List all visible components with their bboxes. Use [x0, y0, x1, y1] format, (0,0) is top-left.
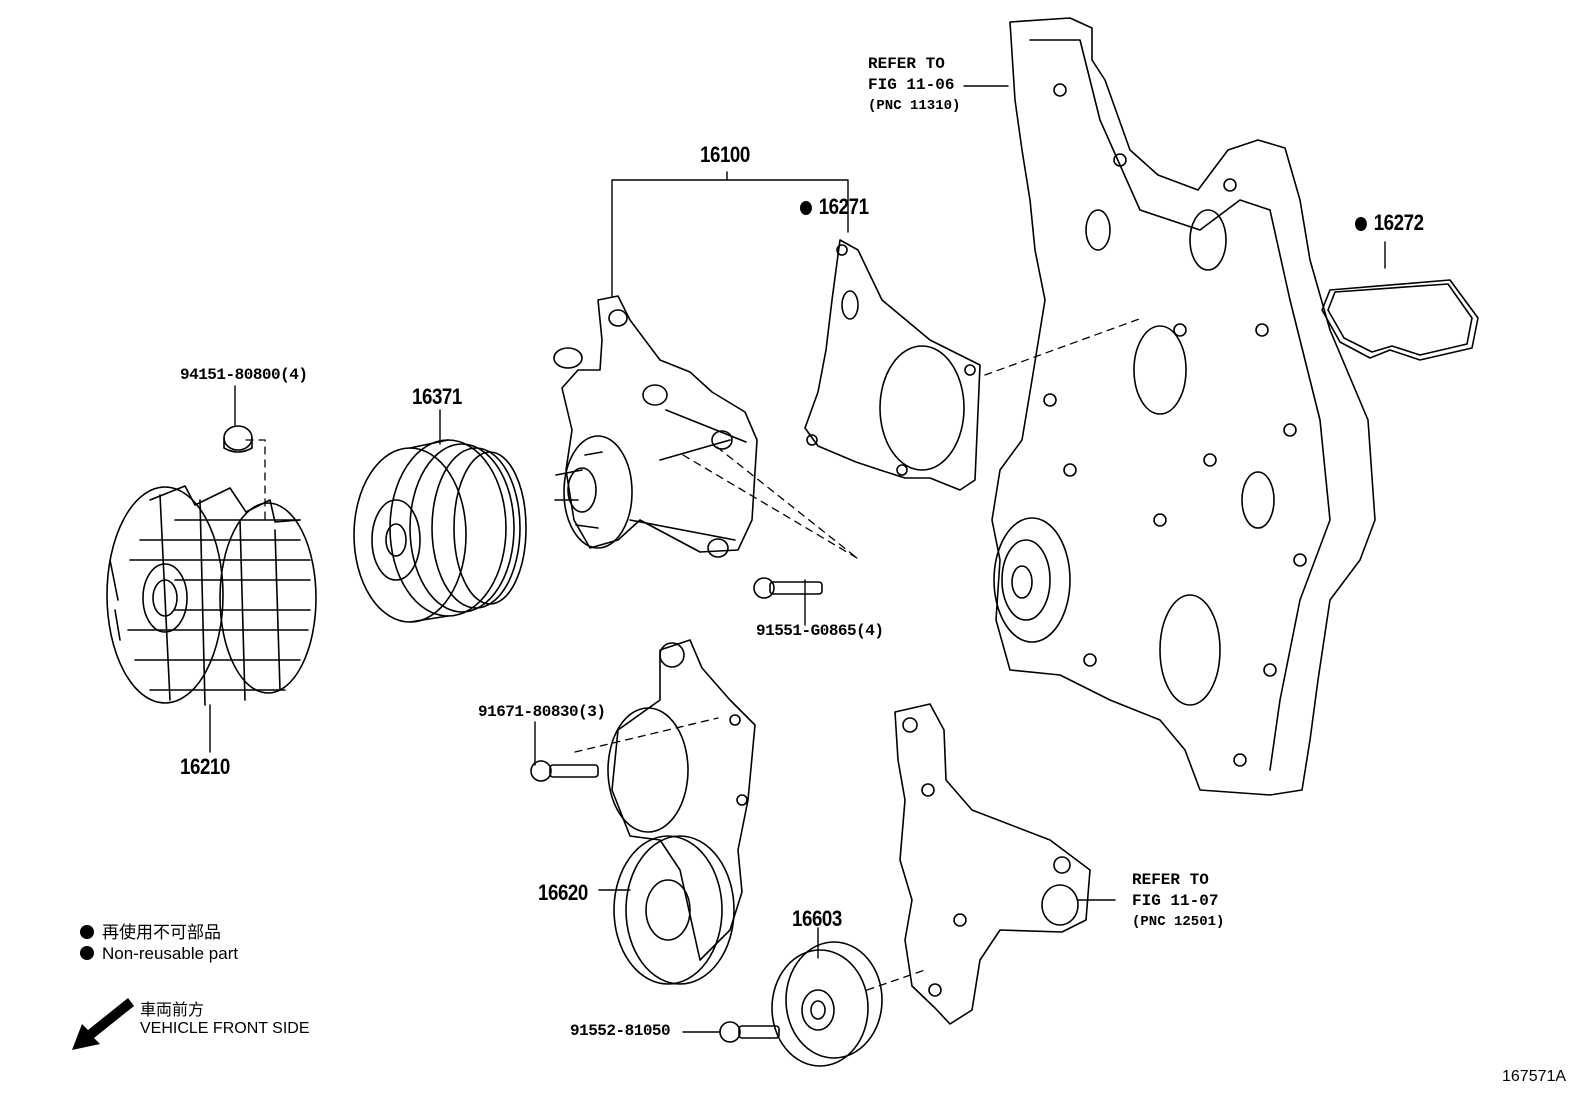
part-label-91551-G0865: 91551-G0865(4) — [756, 622, 884, 640]
part-number: 16271 — [818, 194, 869, 219]
water-pump-drawing — [553, 295, 758, 558]
part-label-16371: 16371 — [412, 384, 462, 409]
part-label-16272: 16272 — [1355, 210, 1424, 236]
part-label-16210: 16210 — [180, 754, 230, 779]
non-reusable-dot-icon — [80, 946, 94, 960]
fluid-coupling-drawing — [106, 425, 317, 706]
refer-line: REFER TO — [1132, 871, 1209, 889]
refer-line: FIG 11-06 — [868, 76, 955, 94]
bolts-drawing — [530, 577, 823, 1043]
vehicle-front-arrow-icon — [72, 998, 134, 1050]
refer-label-fig-11-06: REFER TO FIG 11-06 (PNC 11310) — [868, 54, 960, 117]
idler-drawing — [771, 941, 883, 1067]
legend-front-en: VEHICLE FRONT SIDE — [140, 1020, 310, 1037]
leader-lines — [209, 85, 1386, 1033]
part-label-91671-80830: 91671-80830(3) — [478, 703, 606, 721]
figure-id: 167571A — [1502, 1068, 1567, 1085]
bracket-drawing — [894, 703, 1091, 1025]
part-label-16100: 16100 — [700, 142, 750, 167]
refer-label-fig-11-07: REFER TO FIG 11-07 (PNC 12501) — [1132, 870, 1224, 933]
refer-line: REFER TO — [868, 55, 945, 73]
legend-non-reusable-en: Non-reusable part — [80, 944, 238, 964]
part-label-94151-80800: 94151-80800(4) — [180, 366, 308, 384]
pulley-drawing — [353, 439, 527, 623]
legend-non-reusable-jp: 再使用不可部品 — [80, 918, 221, 943]
part-label-16620: 16620 — [538, 880, 588, 905]
non-reusable-dot-icon — [80, 925, 94, 939]
legend-text: 再使用不可部品 — [102, 923, 221, 942]
timing-cover-drawing — [991, 17, 1376, 796]
gasket-16272-drawing — [1321, 279, 1479, 361]
legend-front-jp: 車両前方 — [140, 1002, 205, 1019]
assembly-dash-lines — [245, 317, 1143, 991]
refer-line: FIG 11-07 — [1132, 892, 1219, 910]
part-label-91552-81050: 91552-81050 — [570, 1022, 671, 1040]
tensioner-drawing — [607, 639, 756, 985]
part-number: 16272 — [1373, 210, 1424, 235]
legend-text: Non-reusable part — [102, 944, 239, 963]
refer-line: (PNC 11310) — [868, 98, 961, 114]
refer-line: (PNC 12501) — [1132, 914, 1225, 930]
non-reusable-dot-icon — [1355, 217, 1367, 231]
gasket-16271-drawing — [804, 239, 981, 491]
non-reusable-dot-icon — [800, 201, 812, 215]
part-label-16603: 16603 — [792, 906, 842, 931]
part-label-16271: 16271 — [800, 194, 869, 220]
